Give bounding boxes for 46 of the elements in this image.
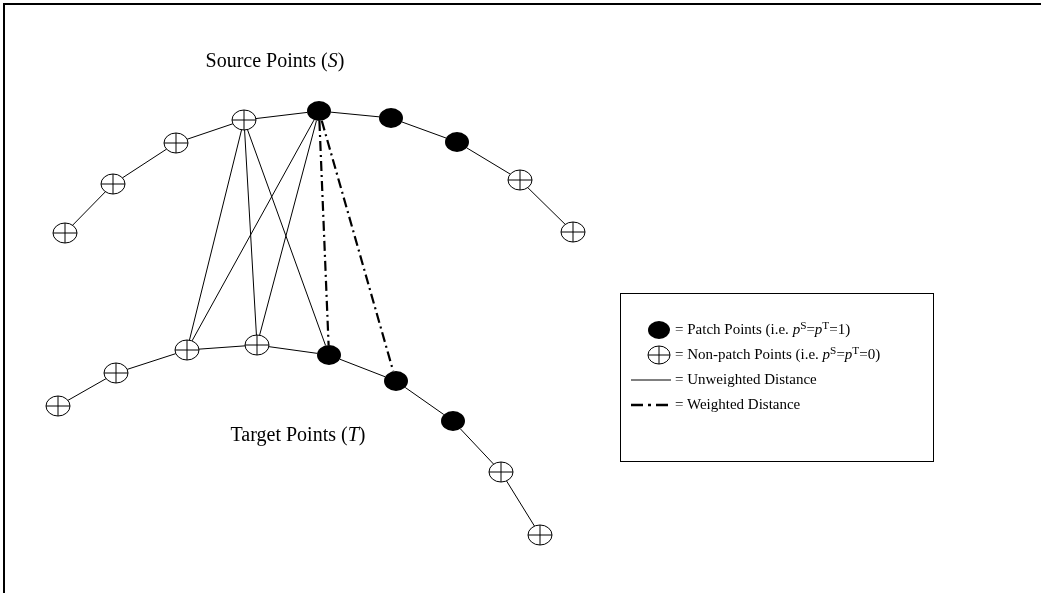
patch-point [444, 131, 470, 153]
non-patch-point [103, 362, 129, 384]
connector-line [527, 187, 566, 225]
connector-line [255, 111, 308, 120]
non-patch-point [231, 109, 257, 131]
connector-line [126, 353, 177, 370]
connector-line [506, 480, 535, 527]
connector-line [72, 191, 106, 226]
non-patch-point [100, 173, 126, 195]
legend-text: = Patch Points (i.e. p$^{S}$=p$^{T}$=1) [675, 318, 851, 340]
connector-line [466, 147, 511, 175]
group-title: Target Points (T) [230, 424, 366, 444]
connector-line [339, 358, 386, 378]
group-title: Source Points (S) [205, 50, 345, 70]
patch-point [383, 370, 409, 392]
non-patch-point [244, 334, 270, 356]
non-patch-point [507, 169, 533, 191]
non-patch-point [488, 461, 514, 483]
non-patch-point [45, 395, 71, 417]
non-patch-point [527, 524, 553, 546]
connector-line [244, 129, 257, 336]
connector-line [198, 345, 246, 350]
connector-line [259, 120, 317, 336]
patch-point [306, 100, 332, 122]
patch-point [440, 410, 466, 432]
connector-line [67, 378, 107, 401]
patch-point [316, 344, 342, 366]
connector-line [188, 129, 243, 341]
legend-text: = Weighted Distance [675, 395, 801, 415]
non-patch-point [163, 132, 189, 154]
connector-line [246, 129, 327, 346]
non-patch-point [52, 222, 78, 244]
connector-line [330, 111, 380, 118]
connector-line [191, 119, 315, 342]
connector-line [121, 148, 168, 179]
connector-line [404, 386, 445, 416]
legend-text: = Unweighted Distance [675, 370, 817, 390]
connector-line [459, 428, 495, 465]
connector-line [401, 121, 447, 139]
connector-line [268, 346, 318, 354]
non-patch-point [560, 221, 586, 243]
legend-text: = Non-patch Points (i.e. p$^{S}$=p$^{T}$=0) [675, 343, 881, 365]
patch-point [378, 107, 404, 129]
non-patch-point [174, 339, 200, 361]
weighted-distance-line [318, 120, 330, 346]
connector-line [186, 123, 234, 140]
